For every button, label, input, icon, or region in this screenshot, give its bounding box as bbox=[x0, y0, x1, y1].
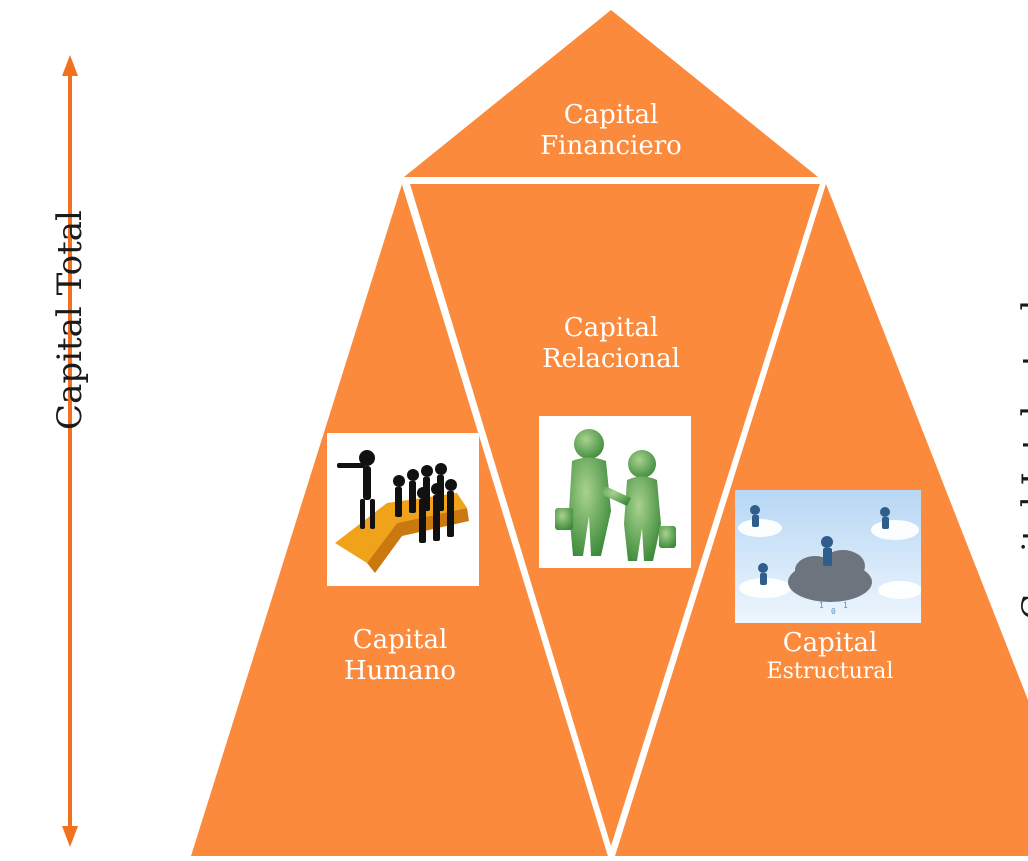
segment-financiero bbox=[404, 10, 818, 177]
relacional-label: Capital Relacional bbox=[515, 313, 707, 375]
divider-left bbox=[402, 183, 612, 857]
svg-text:1: 1 bbox=[819, 601, 824, 610]
estructural-label: Capital Estructural bbox=[725, 628, 935, 686]
financiero-label-line2: Financiero bbox=[540, 131, 682, 162]
capital-total-label: Capital Total bbox=[50, 210, 90, 430]
humano-label-line1: Capital bbox=[352, 625, 448, 655]
relacional-label-line2: Relacional bbox=[542, 344, 680, 375]
svg-text:0: 0 bbox=[831, 607, 836, 616]
estructural-label-line1: Capital bbox=[782, 628, 878, 658]
svg-text:1: 1 bbox=[843, 601, 848, 610]
relacional-label-line1: Capital bbox=[563, 313, 659, 343]
leader-pointing-team-icon bbox=[327, 433, 479, 586]
divider-right bbox=[610, 183, 824, 857]
capital-intelectual-label: Capital Intelectual bbox=[1015, 299, 1028, 620]
handshake-icon bbox=[539, 416, 691, 568]
financiero-label-line1: Capital bbox=[563, 100, 659, 130]
capital-total-arrow bbox=[62, 55, 78, 847]
humano-label: Capital Humano bbox=[300, 625, 500, 687]
humano-label-line2: Humano bbox=[344, 656, 456, 687]
financiero-label: Capital Financiero bbox=[515, 100, 707, 162]
estructural-label-line2: Estructural bbox=[766, 659, 894, 685]
